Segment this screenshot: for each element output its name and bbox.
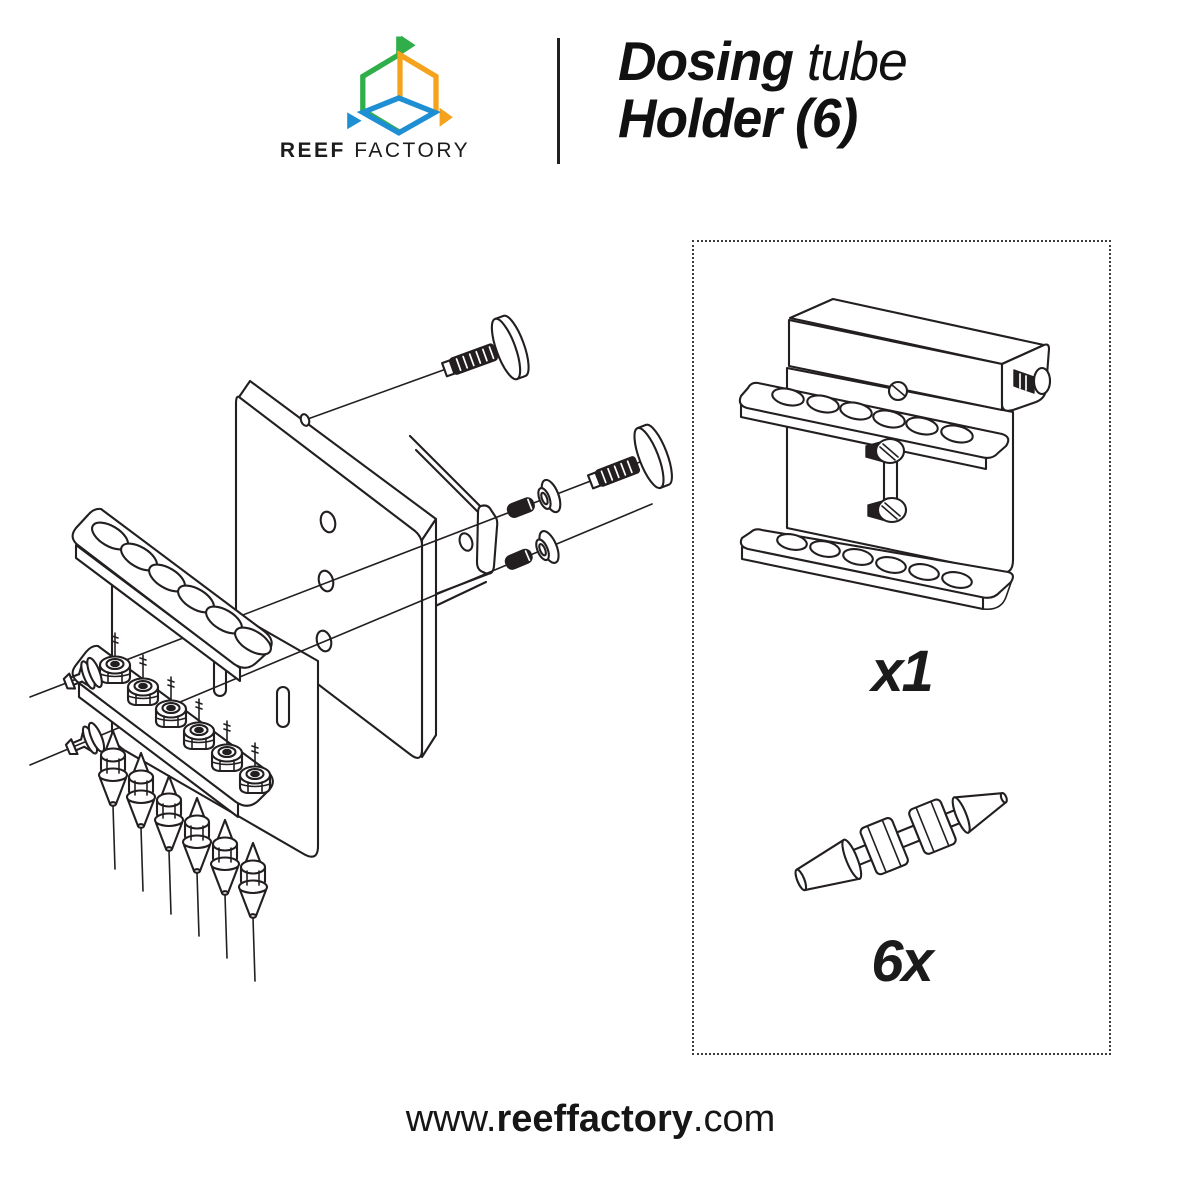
side-screw-stub [1013, 369, 1035, 394]
tube-connector-illustration [794, 792, 1008, 892]
bracket-top-shelf [71, 507, 273, 683]
page-title: Dosing tube Holder (6) [618, 30, 908, 149]
reef-factory-cube-icon [347, 35, 453, 136]
web-keyhole-slot [275, 685, 291, 729]
header-divider [557, 38, 560, 164]
assembled-bottom-shelf [739, 528, 1014, 611]
brand-factory: FACTORY [354, 139, 471, 162]
assembled-holder-illustration [738, 297, 1052, 611]
tube-clip-thumbscrews [865, 437, 908, 524]
side-knob [1032, 366, 1052, 396]
shelf-holes [91, 521, 272, 656]
title-line-1: Dosing tube [618, 30, 908, 92]
title-line-2: Holder (6) [618, 87, 858, 149]
exploded-assembly-illustration [29, 311, 679, 983]
assembled-clamp-block [787, 297, 1052, 412]
clamp-plate [234, 379, 438, 759]
barbed-connector [794, 792, 1008, 892]
included-parts-panel [692, 240, 1111, 1055]
bracket-screw [506, 476, 566, 518]
clamp-thumbscrew [586, 420, 679, 493]
brand-reef: REEF [279, 139, 346, 162]
brand-wordmark: REEF FACTORY [250, 139, 500, 163]
assembled-top-shelf [738, 381, 1010, 471]
clamp-thumbscrew [441, 311, 536, 384]
plate-hole [319, 510, 337, 534]
plate-hole [317, 569, 335, 593]
quantity-label-connector: 6x [871, 929, 934, 994]
bracket-screw [504, 527, 564, 570]
quantity-label-bracket: x1 [871, 639, 934, 704]
website-url: www.reeffactory.com [405, 1098, 776, 1140]
